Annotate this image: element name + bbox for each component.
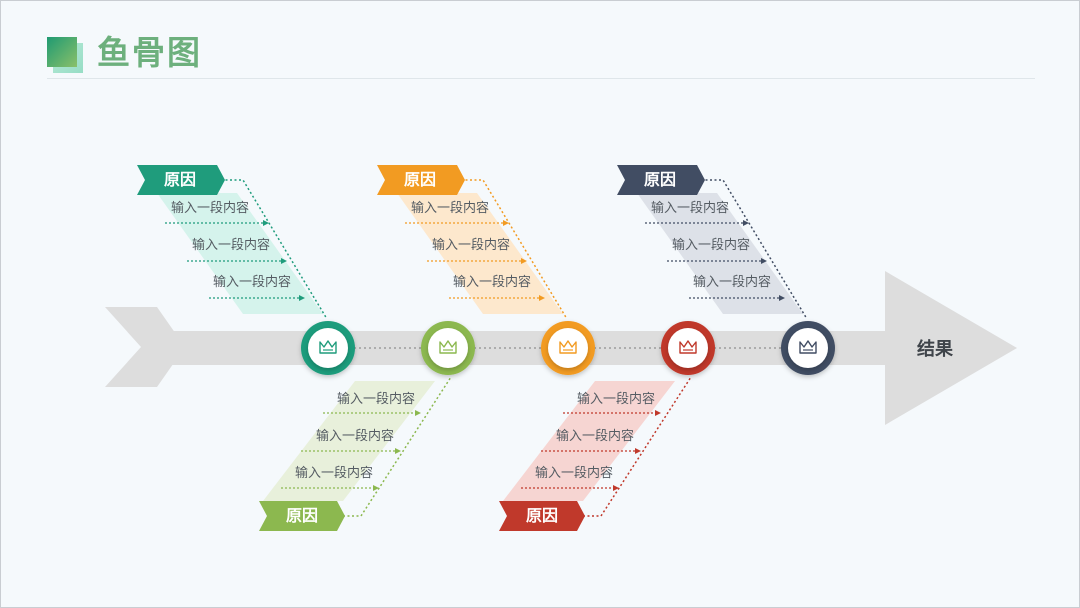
spine-node-1 [301, 321, 355, 375]
crown-icon [319, 340, 337, 354]
cause-group-2 [377, 165, 568, 320]
node-inner-disc [668, 328, 708, 368]
cause-1-item-3-label: 输入一段内容 [213, 275, 292, 290]
fish-tail [105, 307, 185, 387]
cause-group-1 [137, 165, 328, 320]
cause-3-item-3-arrowhead [779, 295, 785, 301]
cause-4-item-3-arrowhead [373, 485, 379, 491]
cause-group-4 [259, 376, 452, 531]
cause-2-item-2-label: 输入一段内容 [432, 238, 511, 253]
spine-node-5 [781, 321, 835, 375]
cause-2-item-1-label: 输入一段内容 [411, 201, 490, 216]
cause-1-item-3-arrowhead [299, 295, 305, 301]
title-divider [47, 78, 1035, 79]
node-inner-disc [308, 328, 348, 368]
crown-icon [799, 340, 817, 354]
cause-5-tag-label: 原因 [525, 506, 558, 525]
cause-3-item-1-label: 输入一段内容 [651, 201, 730, 216]
cause-4-item-1-label: 输入一段内容 [337, 392, 416, 407]
cause-4-item-2-label: 输入一段内容 [316, 429, 395, 444]
page-title: 鱼骨图 [97, 33, 202, 72]
cause-2-item-3-arrowhead [539, 295, 545, 301]
crown-icon [559, 340, 577, 354]
cause-1-item-1-arrowhead [263, 220, 269, 226]
cause-5-item-2-arrowhead [635, 448, 641, 454]
cause-5-item-1-label: 输入一段内容 [577, 392, 656, 407]
cause-tag-shape-5 [499, 501, 585, 531]
cause-1-item-1-label: 输入一段内容 [171, 201, 250, 216]
cause-tag-shape-3 [617, 165, 705, 195]
cause-4-item-2-arrowhead [395, 448, 401, 454]
cause-tag-shape-4 [259, 501, 345, 531]
cause-2-item-1-arrowhead [503, 220, 509, 226]
cause-3-item-3-label: 输入一段内容 [693, 275, 772, 290]
cause-group-3 [617, 165, 808, 320]
cause-3-item-2-label: 输入一段内容 [672, 238, 751, 253]
cause-connector-4 [343, 376, 452, 517]
node-inner-disc [548, 328, 588, 368]
spine-node-4 [661, 321, 715, 375]
cause-2-item-3-label: 输入一段内容 [453, 275, 532, 290]
fish-head-arrow [885, 271, 1017, 425]
cause-5-item-3-label: 输入一段内容 [535, 466, 614, 481]
cause-connector-5 [583, 376, 692, 517]
cause-1-tag-label: 原因 [163, 170, 196, 189]
node-inner-disc [788, 328, 828, 368]
cause-5-item-3-arrowhead [613, 485, 619, 491]
cause-1-item-2-arrowhead [281, 258, 287, 264]
cause-1-item-2-label: 输入一段内容 [192, 238, 271, 253]
cause-tag-shape-1 [137, 165, 225, 195]
cause-4-item-3-label: 输入一段内容 [295, 466, 374, 481]
result-label: 结果 [917, 339, 953, 360]
cause-4-tag-label: 原因 [285, 506, 318, 525]
cause-tag-shape-2 [377, 165, 465, 195]
cause-4-item-1-arrowhead [415, 410, 421, 416]
cause-3-tag-label: 原因 [643, 170, 676, 189]
cause-band-4 [263, 381, 435, 501]
cause-group-5 [499, 376, 692, 531]
cause-2-item-2-arrowhead [521, 258, 527, 264]
spine-node-3 [541, 321, 595, 375]
cause-3-item-2-arrowhead [761, 258, 767, 264]
logo-square-front [47, 37, 77, 67]
cause-3-item-1-arrowhead [743, 220, 749, 226]
node-inner-disc [428, 328, 468, 368]
cause-2-tag-label: 原因 [403, 170, 436, 189]
cause-band-5 [503, 381, 675, 501]
crown-icon [679, 340, 697, 354]
cause-5-item-1-arrowhead [655, 410, 661, 416]
crown-icon [439, 340, 457, 354]
spine-node-2 [421, 321, 475, 375]
cause-5-item-2-label: 输入一段内容 [556, 429, 635, 444]
